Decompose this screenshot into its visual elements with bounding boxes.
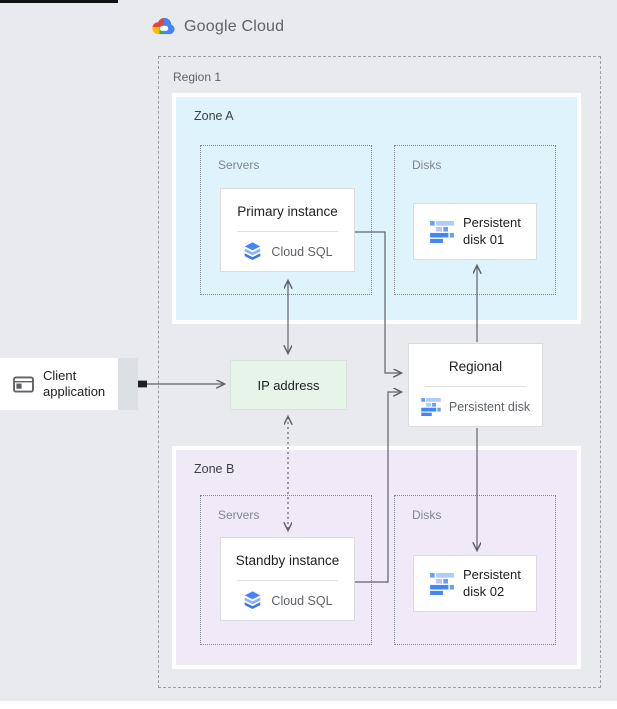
zone-a-label: Zone A [194,109,234,123]
card-divider [237,580,338,581]
zone-b-disks-label: Disks [412,508,442,522]
regional-disk-card: Regional Persistent disk [408,343,543,427]
client-application-label: Client application [43,367,106,399]
zone-b-servers-label: Servers [218,508,260,522]
persistent-disk-02-card: Persistent disk 02 [413,555,537,612]
cloud-sql-icon [242,591,263,610]
google-cloud-icon [152,17,176,37]
regional-disk-title: Regional [448,359,503,374]
standby-instance-title: Standby instance [235,553,340,568]
card-divider [237,231,338,232]
persistent-disk-02-title: Persistent disk 02 [463,567,521,599]
persistent-disk-01-card: Persistent disk 01 [413,203,537,260]
standby-instance-card: Standby instance Cloud SQL [220,537,355,621]
region-label: Region 1 [173,70,222,84]
client-application-icon [13,375,34,393]
primary-instance-title: Primary instance [237,204,338,219]
persistent-disk-icon [430,220,454,243]
bottom-white-strip [0,701,617,709]
client-card-shadow-strip [118,358,138,410]
region-1-container: Region 1 [158,56,601,688]
zone-a-disks-label: Disks [412,158,442,172]
regional-disk-subtitle: Persistent disk [448,399,531,414]
persistent-disk-icon [421,397,441,416]
ip-address-box: IP address [230,360,347,410]
top-edge-bar [0,0,118,3]
zone-a-servers-label: Servers [218,158,260,172]
client-application-card: Client application [0,358,118,410]
google-cloud-logo: Google Cloud [152,17,284,37]
persistent-disk-icon [430,572,454,595]
zone-b-label: Zone B [194,462,235,476]
persistent-disk-01-title: Persistent disk 01 [463,215,521,247]
zone-a-disks-box: Disks [394,145,556,295]
primary-product-label: Cloud SQL [271,244,333,259]
primary-instance-card: Primary instance Cloud SQL [220,188,355,272]
google-cloud-logo-text: Google Cloud [184,18,285,35]
standby-product-label: Cloud SQL [271,593,333,608]
ip-address-label: IP address [257,377,320,393]
cloud-sql-icon [242,242,263,261]
card-divider [425,386,526,387]
